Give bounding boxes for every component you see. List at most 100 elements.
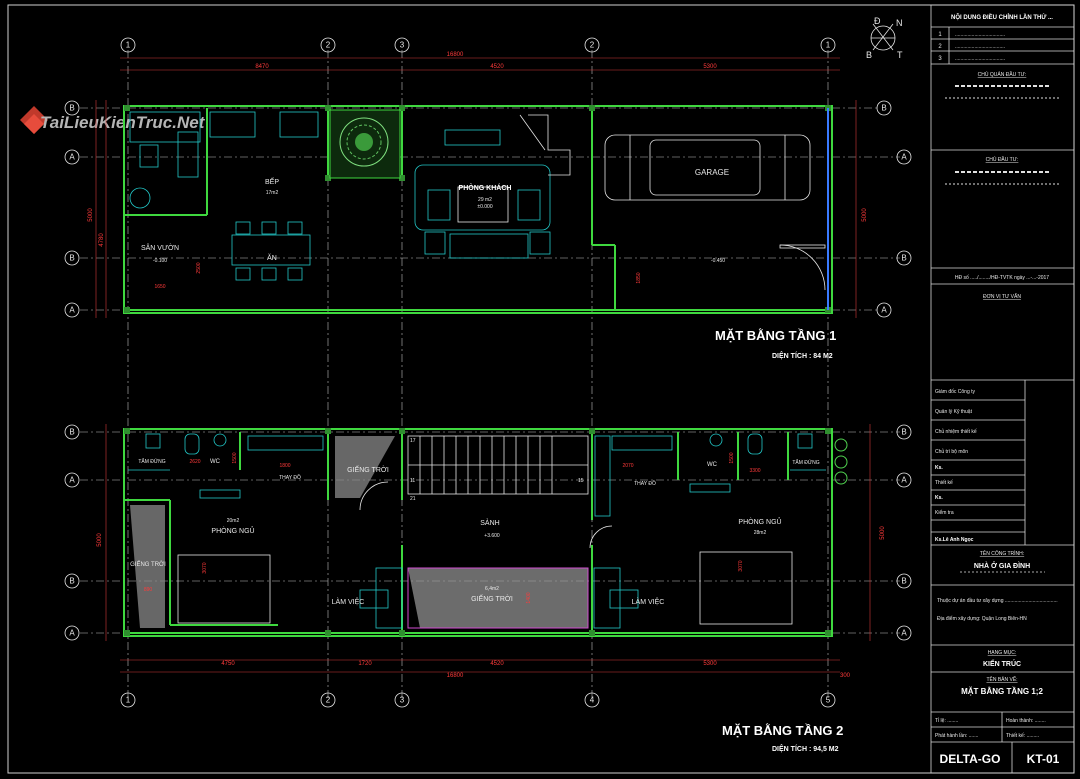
plan2-area: DIỆN TÍCH : 94,5 M2: [772, 744, 839, 753]
axis-label: A: [69, 153, 75, 162]
room-label-bedroom: PHÒNG NGỦ: [211, 526, 254, 535]
dimensions-bottom: 4750 1720 4520 5300 300 16800: [120, 659, 851, 679]
category-name: KIẾN TRÚC: [983, 658, 1021, 668]
dim-segment: 8470: [255, 64, 269, 70]
role-label: Chủ trì bộ môn: [935, 448, 968, 455]
room-labels-plan2: TẮM ĐỨNG 2620 WC 1500 1800 THAY ĐỒ GIẾNG…: [130, 438, 820, 606]
room-label-wc: WC: [707, 462, 718, 468]
floor-plan-1: 1 2 3 2 1 16800 8470 4520 5300 B A B A B…: [64, 37, 912, 700]
dim: 2620: [189, 459, 200, 465]
revision-row: 2: [938, 44, 942, 50]
tree-icon: [329, 109, 401, 179]
furniture-plan1: [129, 111, 826, 291]
room-label-lobby: SẢNH: [480, 518, 499, 527]
axis-label: 5: [826, 696, 831, 705]
dim-segment: 1720: [358, 661, 372, 667]
axis-label: 1: [126, 41, 131, 50]
role-label: Giám đốc Công ty: [935, 389, 976, 395]
dim-segment: 300: [840, 673, 851, 679]
contract-number: HĐ số ...../......../HĐ-TVTK ngày ...-..…: [955, 275, 1049, 281]
room-area: 6,4m2: [485, 586, 499, 592]
room-label-garage: GARAGE: [695, 168, 729, 177]
dim-total: 16800: [447, 673, 464, 679]
dimensions-side-plan1: 5000 4780 5000: [88, 100, 868, 318]
role-label: Ks.: [935, 495, 943, 501]
furniture-plan2: [128, 433, 826, 629]
dim-garage: 1850: [636, 272, 642, 283]
room-label-dining: ĂN: [267, 253, 277, 262]
revision-header: NỘI DUNG ĐIỀU CHỈNH LẦN THỨ ...: [951, 13, 1053, 21]
issue-field: Phát hành lần: .......: [935, 733, 978, 739]
room-label-lightwell: GIẾNG TRỜI: [471, 593, 513, 603]
plan1-title: MẶT BẰNG TẦNG 1: [715, 328, 836, 343]
axis-label: A: [901, 476, 907, 485]
role-label: Ks.: [935, 465, 943, 471]
dim-side: 5000: [97, 533, 103, 547]
dim-total: 16800: [447, 52, 464, 58]
axis-label: B: [69, 577, 74, 586]
role-label: Thiết kế: [935, 480, 953, 486]
room-label-lightwell: GIẾNG TRỜI: [347, 464, 389, 474]
room-area: 28m2: [754, 530, 767, 536]
axis-label: B: [69, 254, 74, 263]
axis-bubbles-side-plan2: B A B A B A B A: [64, 424, 912, 641]
design-field: Thiết kế: .........: [1006, 733, 1039, 739]
axis-label: 1: [126, 696, 131, 705]
dim-segment: 4520: [490, 661, 504, 667]
owner-label: CHỦ QUẢN ĐẦU TƯ:: [978, 71, 1027, 78]
axis-label: B: [69, 428, 74, 437]
walls-plan2: [123, 428, 833, 637]
staircase: [407, 435, 589, 495]
dim-side: 5000: [88, 208, 94, 222]
investor-label: CHỦ ĐẦU TƯ:: [986, 156, 1019, 163]
axis-label: 1: [826, 41, 831, 50]
dim-segment: 5300: [703, 661, 717, 667]
project-scope: Thuộc dự án đầu tư xây dựng ............…: [937, 598, 1058, 604]
light-wells: [130, 436, 589, 629]
axis-label: 2: [326, 41, 331, 50]
room-labels-plan1: BẾP 17m2 ĂN SÂN VƯỜN -0.100 1650 2500 PH…: [141, 168, 729, 290]
axis-label: B: [901, 428, 906, 437]
axis-label: A: [69, 306, 75, 315]
level-mark: -0.100: [153, 258, 167, 264]
drawing-name-label: TÊN BẢN VẼ:: [986, 675, 1017, 683]
dim: 3070: [202, 562, 208, 573]
dim: 890: [144, 587, 153, 593]
plan2-title: MẶT BẰNG TẦNG 2: [722, 723, 843, 738]
axis-label: 4: [590, 696, 595, 705]
project-name: NHÀ Ở GIA ĐÌNH: [974, 561, 1030, 570]
room-label-wc: WC: [210, 459, 221, 465]
dim: 1500: [729, 452, 735, 463]
axis-bubbles-bottom: 1 2 3 4 5: [120, 692, 836, 708]
room-label-garden: SÂN VƯỜN: [141, 243, 179, 252]
dim-garden: 1650: [154, 284, 165, 290]
dim-segment: 4520: [490, 64, 504, 70]
plant-icon: [834, 438, 848, 485]
role-label: Chủ nhiệm thiết kế: [935, 428, 977, 435]
stair-step-number: 15: [578, 478, 584, 484]
axis-label: 2: [326, 696, 331, 705]
plan1-area: DIỆN TÍCH : 84 M2: [772, 351, 833, 360]
role-label: Quản lý Kỹ thuật: [935, 409, 973, 415]
sheet-number: KT-01: [1027, 752, 1060, 766]
compass-north-label: N: [896, 18, 903, 28]
completion-field: Hoàn thành: ........: [1006, 718, 1046, 724]
dim: 1500: [232, 452, 238, 463]
floor-plan-2: B A B A B A B A 5000 5000 4750 1720 4520…: [64, 424, 912, 753]
dimensions-side-plan2: 5000 5000: [97, 424, 886, 641]
project-location: Địa điểm xây dựng: Quận Long Biên-HN: [937, 615, 1027, 622]
revision-row: 1: [938, 32, 942, 38]
role-label: Ks.Lê Anh Ngọc: [935, 537, 974, 543]
room-label-dressing: THAY ĐỒ: [279, 474, 301, 481]
dim: 3300: [749, 468, 760, 474]
dim-segment: 5300: [703, 64, 717, 70]
stair-step-number: 11: [410, 478, 415, 484]
room-label-study: LÀM VIỆC: [332, 597, 365, 606]
level-mark: +3.600: [484, 533, 500, 539]
axis-label: A: [901, 153, 907, 162]
axis-label: B: [901, 254, 906, 263]
axis-label: A: [901, 629, 907, 638]
revision-row: 3: [938, 56, 942, 62]
room-label-bedroom: PHÒNG NGỦ: [738, 517, 781, 526]
